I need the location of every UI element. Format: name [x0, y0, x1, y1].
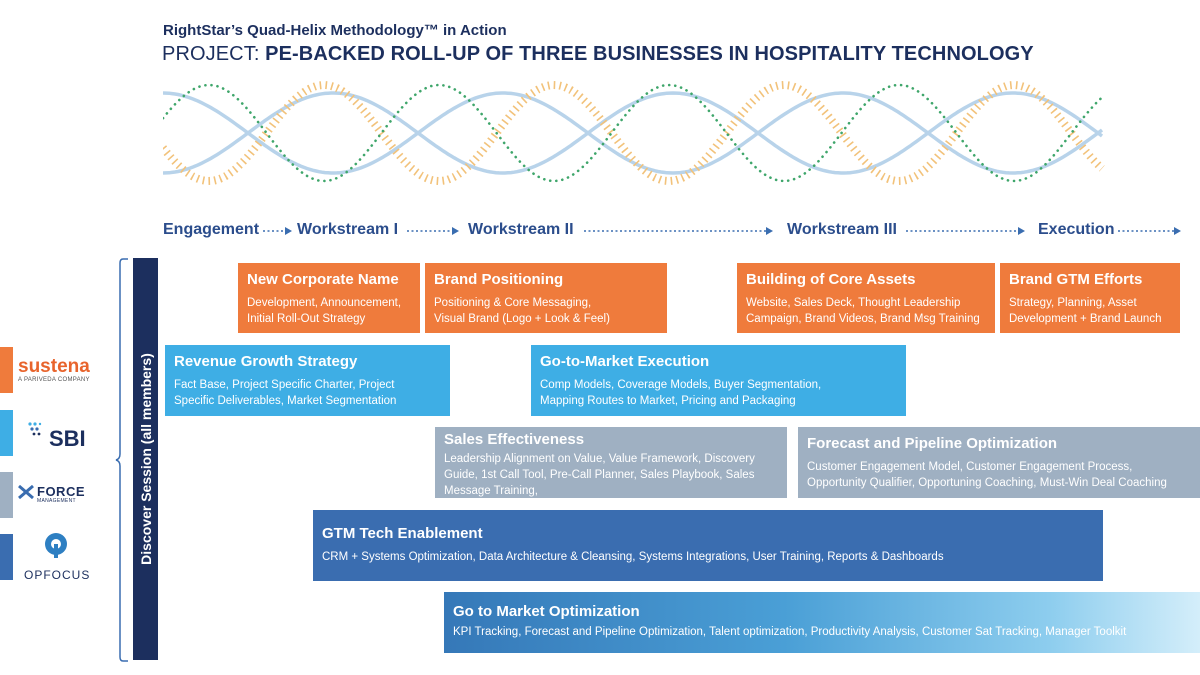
box-desc-line: Visual Brand (Logo + Look & Feel) — [434, 313, 610, 325]
sustena-tagline: A PARIVEDA COMPANY — [18, 377, 90, 383]
box-desc-line: Opportunity Qualifier, Opportuning Coach… — [807, 477, 1167, 489]
stage-engagement: Engagement — [163, 221, 260, 238]
box-go-to-market-optimization: Go to Market Optimization KPI Tracking, … — [444, 592, 1200, 653]
sustena-logo-text: sustena — [18, 356, 90, 377]
box-desc-line: Positioning & Core Messaging, — [434, 297, 592, 309]
box-title: Sales Effectiveness — [444, 431, 585, 448]
box-desc-line: Mapping Routes to Market, Pricing and Pa… — [540, 395, 796, 407]
discover-session-label: Discover Session (all members) — [138, 353, 154, 565]
box-title: Revenue Growth Strategy — [174, 353, 358, 370]
stage-workstream-2: Workstream II — [468, 221, 574, 238]
logo-tab-navy — [0, 534, 13, 580]
helix-strand-solid-b — [163, 91, 1104, 175]
sbi-logo-text: SBI — [49, 426, 86, 451]
box-new-corporate-name: New Corporate Name Development, Announce… — [238, 263, 420, 333]
project-name: PE-BACKED ROLL-UP OF THREE BUSINESSES IN… — [265, 43, 1034, 65]
box-title: Go to Market Optimization — [453, 603, 640, 620]
box-title: New Corporate Name — [247, 271, 399, 288]
box-desc-line: Specific Deliverables, Market Segmentati… — [174, 395, 397, 407]
methodology-subtitle: RightStar’s Quad-Helix Methodology™ in A… — [163, 22, 507, 39]
arrow-head — [1174, 227, 1181, 235]
box-desc-line: Comp Models, Coverage Models, Buyer Segm… — [540, 379, 822, 391]
helix-strand-solid-a — [163, 91, 1104, 175]
box-title: Building of Core Assets — [746, 271, 916, 288]
box-go-to-market-execution: Go-to-Market Execution Comp Models, Cove… — [531, 345, 906, 416]
box-title: Brand GTM Efforts — [1009, 271, 1143, 288]
logo-tab-orange — [0, 347, 13, 393]
sustena-logo: sustena A PARIVEDA COMPANY — [18, 356, 90, 384]
box-revenue-growth-strategy: Revenue Growth Strategy Fact Base, Proje… — [165, 345, 450, 416]
arrow-head — [766, 227, 773, 235]
x-mark-icon — [18, 485, 34, 499]
box-desc-line: Website, Sales Deck, Thought Leadership — [746, 297, 961, 309]
helix-strand-green-dotted — [163, 83, 1104, 183]
box-desc-line: Development + Brand Launch — [1009, 313, 1162, 325]
box-title: Brand Positioning — [434, 271, 564, 288]
box-title: Go-to-Market Execution — [540, 353, 710, 370]
box-sales-effectiveness: Sales Effectiveness Leadership Alignment… — [435, 427, 787, 498]
box-desc-line: Initial Roll-Out Strategy — [247, 313, 366, 325]
force-logo-text: FORCE — [37, 484, 85, 499]
box-desc-line: Leadership Alignment on Value, Value Fra… — [444, 453, 755, 465]
opfocus-logo-text: OPFOCUS — [24, 568, 91, 582]
box-desc-line: Guide, 1st Call Tool, Pre-Call Planner, … — [444, 469, 755, 481]
force-tagline: MANAGEMENT — [37, 498, 76, 504]
box-desc-line: Campaign, Brand Videos, Brand Msg Traini… — [746, 313, 980, 325]
arrow-head — [452, 227, 459, 235]
box-title: GTM Tech Enablement — [322, 525, 483, 542]
quad-helix-graphic — [163, 80, 1105, 186]
box-brand-positioning: Brand Positioning Positioning & Core Mes… — [425, 263, 667, 333]
stage-execution: Execution — [1038, 221, 1115, 238]
box-gtm-tech-enablement: GTM Tech Enablement CRM + Systems Optimi… — [313, 510, 1103, 581]
discover-session-bar — [133, 258, 158, 660]
arrow-head — [285, 227, 292, 235]
box-desc-line: CRM + Systems Optimization, Data Archite… — [322, 551, 944, 563]
box-forecast-pipeline: Forecast and Pipeline Optimization Custo… — [798, 427, 1200, 498]
box-building-core-assets: Building of Core Assets Website, Sales D… — [737, 263, 995, 333]
project-title: PROJECT: PE-BACKED ROLL-UP OF THREE BUSI… — [162, 43, 1034, 66]
opfocus-mark-icon — [45, 533, 67, 558]
box-desc-line: Fact Base, Project Specific Charter, Pro… — [174, 379, 395, 391]
project-prefix: PROJECT: — [162, 43, 266, 65]
box-brand-gtm-efforts: Brand GTM Efforts Strategy, Planning, As… — [1000, 263, 1180, 333]
helix-strand-orange-dotted — [163, 80, 1105, 186]
box-desc-line: KPI Tracking, Forecast and Pipeline Opti… — [453, 626, 1127, 638]
left-bracket — [115, 258, 128, 662]
sbi-dots-icon — [28, 422, 42, 436]
arrow-head — [1018, 227, 1025, 235]
box-desc-line: Message Training, — [444, 485, 538, 497]
stage-workstream-3: Workstream III — [787, 221, 897, 238]
box-desc-line: Development, Announcement, — [247, 297, 402, 309]
stage-workstream-1: Workstream I — [297, 221, 399, 238]
logo-tab-grey — [0, 472, 13, 518]
logo-tab-blue — [0, 410, 13, 456]
stage-arrows — [263, 227, 1181, 235]
box-title: Forecast and Pipeline Optimization — [807, 435, 1058, 452]
box-desc-line: Strategy, Planning, Asset — [1009, 297, 1137, 309]
box-desc-line: Customer Engagement Model, Customer Enga… — [807, 461, 1133, 473]
